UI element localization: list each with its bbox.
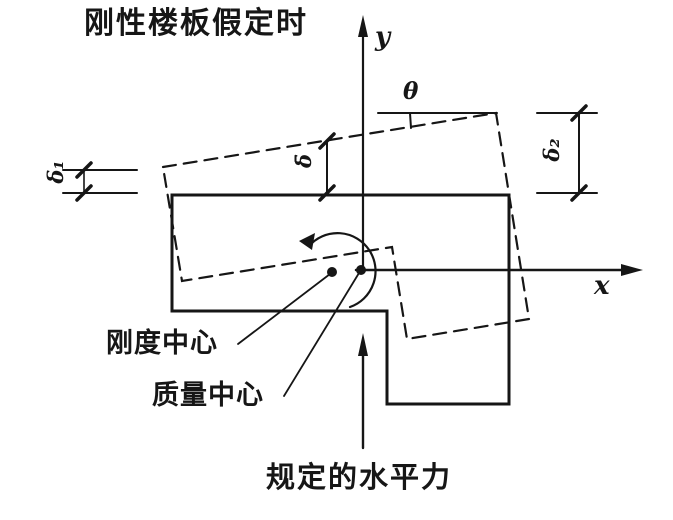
- delta-bar-label: δ̄: [290, 154, 316, 169]
- figure-title: 刚性楼板假定时: [84, 6, 308, 41]
- floor-plan-outline: [170, 193, 511, 406]
- mass-center-leader: [283, 272, 360, 397]
- rotation-arc: [307, 232, 377, 309]
- force-arrow-head-icon: [358, 333, 368, 356]
- x-axis-label: x: [594, 271, 610, 301]
- y-axis-arrow-icon: [358, 15, 368, 37]
- x-axis-arrow-icon: [621, 264, 643, 276]
- delta1-label: δ₁: [42, 160, 68, 184]
- delta2-dimension: [536, 104, 598, 202]
- delta2-label: δ₂: [538, 138, 564, 162]
- stiffness-center-leader: [237, 273, 331, 345]
- force-label: 规定的水平力: [266, 460, 453, 494]
- mass-center-dot: [356, 265, 366, 275]
- displaced-plan-outline-dashed: [161, 111, 531, 341]
- rotation-arc-arrow-icon: [299, 233, 315, 250]
- stiffness-center-label: 刚度中心: [106, 328, 218, 359]
- delta-bar-dimension: [318, 132, 336, 202]
- mass-center-label: 质量中心: [152, 380, 264, 411]
- theta-label: θ: [403, 78, 419, 105]
- theta-angle-tick: [409, 112, 412, 129]
- delta1-dimension: [62, 161, 138, 202]
- y-axis-label: y: [375, 22, 391, 52]
